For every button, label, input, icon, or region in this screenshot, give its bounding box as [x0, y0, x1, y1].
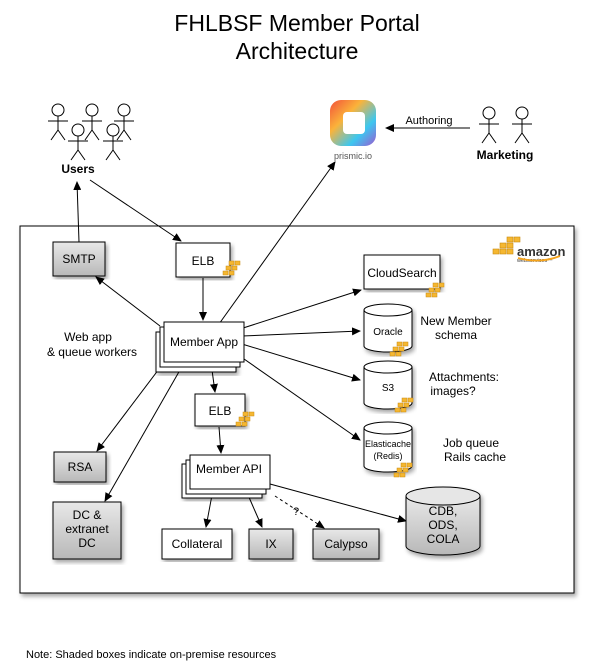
- member-api-label: Member API: [196, 462, 262, 476]
- marketing-label: Marketing: [477, 148, 534, 162]
- elasticache-label-line-1: Elasticache: [365, 439, 411, 449]
- rsa-node: [53, 451, 107, 483]
- edge-memberapp-to-oracle: [241, 327, 361, 337]
- dc-label-line-2: extranet: [65, 522, 109, 536]
- elb-top-node: [175, 242, 231, 278]
- users-label: Users: [61, 162, 95, 176]
- member-api-node: [181, 454, 271, 499]
- cdb-label-line-3: COLA: [427, 532, 460, 546]
- authoring-label: Authoring: [405, 115, 452, 127]
- cloudsearch-node: [363, 254, 441, 290]
- elb-top-label: ELB: [192, 254, 215, 268]
- collateral-node: [161, 528, 233, 560]
- aws-badge-icon: [389, 341, 409, 357]
- aws-badge-icon: [393, 462, 413, 478]
- oracle-label: Oracle: [373, 327, 403, 338]
- s3-db-node: [363, 360, 413, 410]
- webapp-note-line-2: & queue workers: [47, 345, 137, 359]
- ix-label: IX: [265, 537, 276, 551]
- edge-memberapp-to-rsa: [96, 364, 163, 452]
- aws-badge-icon: [222, 260, 241, 276]
- oracle-note-line-1: New Member: [420, 314, 491, 328]
- member-app-node: [155, 321, 245, 373]
- footer-note: Note: Shaded boxes indicate on-premise r…: [26, 649, 277, 661]
- webapp-note-line-1: Web app: [64, 330, 112, 344]
- cloudsearch-label: CloudSearch: [367, 266, 436, 280]
- question-mark-label: ?: [293, 506, 299, 518]
- aws-smile-icon: [517, 255, 561, 262]
- oracle-db-node: [363, 303, 413, 353]
- ix-node: [248, 528, 294, 560]
- redis-note-line-2: Rails cache: [444, 450, 506, 464]
- prismic-label: prismic.io: [334, 151, 372, 161]
- dc-node: [52, 501, 122, 560]
- edge-memberapp-to-elb-mid: [209, 369, 218, 393]
- cdb-label-line-2: ODS,: [428, 518, 457, 532]
- aws-badge-icon: [394, 397, 414, 413]
- edge-memberapi-to-calypso: [274, 495, 325, 529]
- smtp-node: [52, 241, 106, 277]
- aws-badge-icon: [425, 282, 445, 298]
- member-app-label: Member App: [170, 335, 238, 349]
- aws-logo-cubes-icon: [492, 236, 521, 255]
- edge-memberapp-to-cloudsearch: [239, 288, 362, 330]
- edge-memberapi-to-ix: [247, 494, 263, 528]
- diagram-title-line-2: Architecture: [235, 38, 359, 64]
- cdb-label-line-1: CDB,: [429, 504, 458, 518]
- s3-note-line-2: images?: [430, 384, 476, 398]
- calypso-node: [312, 528, 380, 560]
- edge-memberapp-to-smtp: [95, 276, 161, 327]
- diagram-title-line-1: FHLBSF Member Portal: [174, 10, 420, 36]
- smtp-label: SMTP: [62, 252, 95, 266]
- cdb-ods-cola-db-node: [405, 486, 481, 556]
- edge-elb-mid-to-memberapi: [216, 426, 225, 454]
- dc-label-line-1: DC &: [73, 508, 102, 522]
- elasticache-db-node: [363, 421, 413, 473]
- edge-memberapp-to-dc: [104, 369, 181, 502]
- aws-logo-word: amazon: [517, 244, 565, 259]
- redis-note-line-1: Job queue: [443, 436, 499, 450]
- users-actor-icon: [48, 103, 134, 161]
- edge-smtp-to-users: [73, 181, 82, 243]
- aws-logo: amazon webservices™: [492, 236, 565, 264]
- collateral-label: Collateral: [172, 537, 223, 551]
- edge-memberapi-to-cdb: [269, 483, 407, 523]
- elb-mid-label: ELB: [209, 404, 232, 418]
- elasticache-label-line-2: (Redis): [373, 451, 402, 461]
- dc-label-line-3: DC: [78, 536, 96, 550]
- edge-memberapp-to-prismic: [218, 161, 336, 325]
- prismic-logo: prismic.io: [330, 100, 376, 161]
- edge-memberapp-to-s3: [241, 343, 361, 382]
- aws-badge-icon: [235, 411, 255, 427]
- edge-memberapp-to-elasticache: [233, 351, 361, 441]
- s3-note-line-1: Attachments:: [429, 370, 499, 384]
- marketing-actor-icon: [479, 106, 532, 144]
- s3-label: S3: [382, 383, 395, 394]
- rsa-label: RSA: [68, 460, 93, 474]
- calypso-label: Calypso: [324, 537, 368, 551]
- edge-memberapi-to-collateral: [203, 494, 213, 528]
- oracle-note-line-2: schema: [435, 328, 477, 342]
- edge-users-to-elb: [89, 179, 182, 242]
- elb-mid-node: [194, 393, 246, 427]
